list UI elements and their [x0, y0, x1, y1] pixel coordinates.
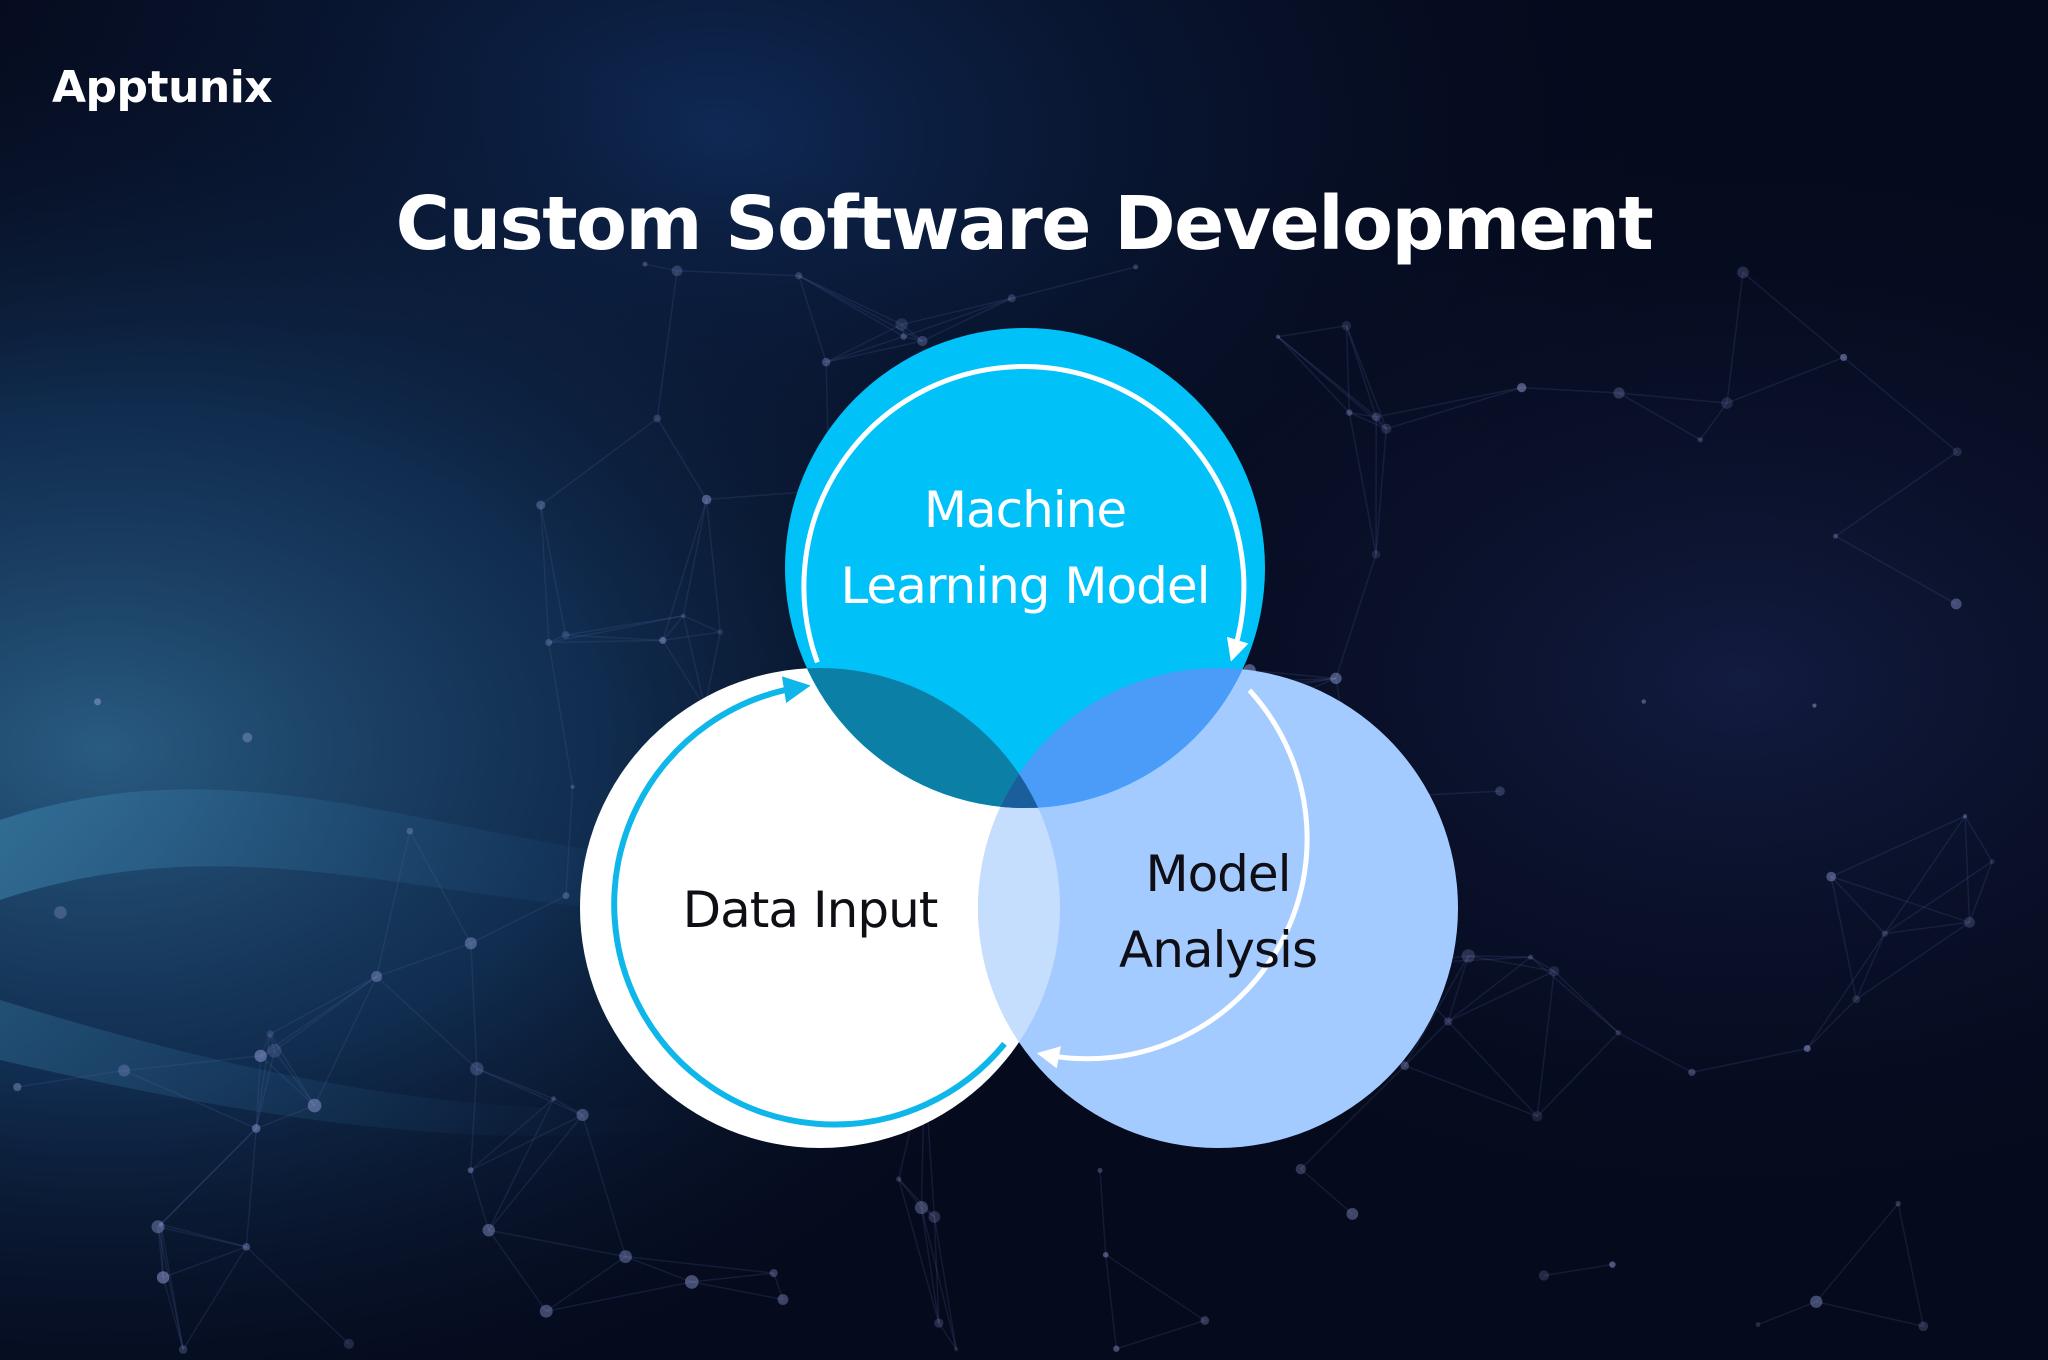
cycle-arrow-analysis: [1036, 688, 1310, 1069]
cycle-arrow-ml: [801, 364, 1249, 664]
page-title: Custom Software Development: [395, 181, 1654, 267]
brand-name: Apptunix: [52, 62, 273, 113]
node-label-line: Learning Model: [840, 557, 1210, 615]
node-label-data: Data Input: [610, 872, 1010, 948]
node-label-line: Analysis: [1118, 921, 1318, 979]
node-label-line: Model: [1145, 845, 1291, 903]
cycle-arrow-data: [611, 676, 1007, 1128]
node-label-line: Data Input: [682, 881, 939, 939]
overlap-ml-data: [785, 668, 1060, 808]
brand-logo: Apptunix: [52, 52, 273, 124]
node-label-line: Machine: [923, 481, 1127, 539]
node-label-analysis: Model Analysis: [1018, 836, 1418, 988]
overlap-ml-analysis: [978, 668, 1265, 808]
node-label-ml: Machine Learning Model: [775, 472, 1275, 624]
